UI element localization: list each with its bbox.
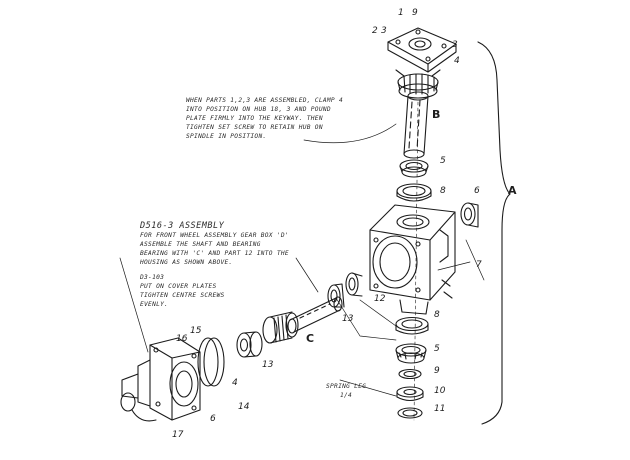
spline-sleeve [262, 311, 299, 344]
shaft-b [403, 91, 429, 159]
cup-bottom [395, 316, 429, 335]
note-left-heading: D516-3 ASSEMBLY [140, 221, 225, 231]
callout-9-bottom: 9 [434, 366, 440, 376]
note-left-line: ASSEMBLE THE SHAFT AND BEARING [140, 241, 261, 248]
callout-12: 12 [374, 294, 386, 304]
cover-housing [120, 337, 201, 422]
gasket-disc [197, 337, 225, 387]
callout-10: 10 [434, 386, 446, 396]
callout-4: 4 [454, 56, 460, 66]
note-top-line: TIGHTEN SET SCREW TO RETAIN HUB ON [186, 124, 323, 131]
note-top: WHEN PARTS 1,2,3 ARE ASSEMBLED, CLAMP 4 … [186, 96, 343, 141]
note-left-sub-line: TIGHTEN CENTRE SCREWS [140, 292, 225, 299]
callout-4-low: 4 [232, 378, 238, 388]
note-bottom: SPRING LEG 1/4 [326, 382, 366, 400]
callout-13-mid: 13 [342, 314, 354, 324]
note-top-line: WHEN PARTS 1,2,3 ARE ASSEMBLED, CLAMP 4 [186, 97, 343, 104]
spline-hub [395, 69, 441, 99]
callout-11: 11 [434, 404, 446, 414]
callout-b: B [432, 108, 441, 121]
callout-3-right: 3 [452, 40, 458, 50]
callout-2: 2 [372, 26, 378, 36]
top-hub-plate [387, 27, 457, 73]
callout-8-top: 8 [440, 186, 446, 196]
callout-7: 7 [476, 260, 482, 270]
callout-6: 6 [474, 186, 480, 196]
note-left-sub-heading: D3-103 [140, 274, 165, 281]
note-left-line: BEARING WITH 'C' AND PART 12 INTO THE [140, 250, 289, 257]
gearbox-housing [369, 204, 456, 315]
cup-top [396, 183, 432, 202]
seal-12 [345, 272, 363, 297]
callout-6-low: 6 [210, 414, 216, 424]
side-boss [460, 202, 479, 228]
washer-9 [398, 368, 422, 380]
callout-1: 1 [398, 8, 404, 18]
vertical-axis [413, 101, 419, 421]
callout-3-top: 3 [381, 26, 387, 36]
callout-5-bottom: 5 [434, 344, 440, 354]
note-bottom-line: SPRING LEG [326, 383, 367, 390]
callout-14: 14 [238, 402, 250, 412]
bearing-13 [327, 283, 345, 308]
callout-13-low: 13 [262, 360, 274, 370]
bracket-a [477, 41, 511, 425]
note-left-line: FOR FRONT WHEEL ASSEMBLY GEAR BOX 'D' [140, 232, 289, 239]
bearing-bottom [395, 343, 427, 364]
small-bearing [236, 331, 263, 358]
leader-lines [119, 123, 485, 397]
note-left-sub-line: PUT ON COVER PLATES [140, 283, 217, 290]
callout-15: 15 [190, 326, 202, 336]
note-left: D516-3 ASSEMBLY FOR FRONT WHEEL ASSEMBLY… [140, 222, 289, 309]
callout-a: A [508, 184, 517, 197]
note-left-line: HOUSING AS SHOWN ABOVE. [140, 259, 233, 266]
callout-9-top: 9 [412, 8, 418, 18]
callout-16: 16 [176, 334, 188, 344]
note-left-sub-line: EVENLY. [140, 301, 169, 308]
nut-10 [396, 386, 424, 402]
note-top-line: INTO POSITION ON HUB 18, 3 AND POUND [186, 106, 331, 113]
washer-11 [397, 407, 423, 419]
note-bottom-line: 1/4 [340, 392, 353, 399]
callout-c: C [306, 332, 315, 345]
callout-8-bottom: 8 [434, 310, 440, 320]
note-top-line: PLATE FIRMLY INTO THE KEYWAY. THEN [186, 115, 323, 122]
note-top-line: SPINDLE IN POSITION. [186, 133, 267, 140]
bearing-top [399, 159, 429, 178]
callout-17: 17 [172, 430, 184, 440]
callout-5-top: 5 [440, 156, 446, 166]
